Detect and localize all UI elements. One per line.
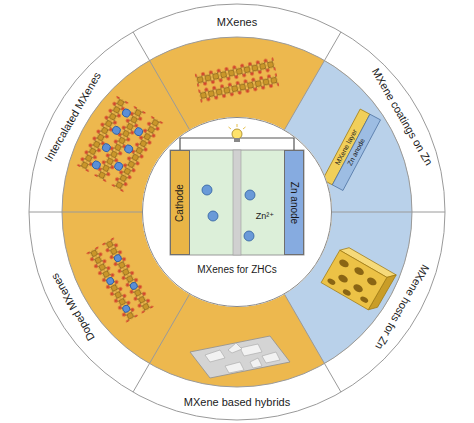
dopant-atoms — [97, 253, 146, 313]
flake — [240, 344, 262, 356]
pore — [326, 277, 336, 286]
center-ground — [142, 117, 332, 307]
pore — [352, 283, 364, 294]
bulb-rays — [229, 124, 246, 129]
ray — [229, 127, 232, 129]
sector-dividers — [29, 32, 445, 392]
ion — [244, 231, 254, 241]
mxene-structure — [195, 57, 279, 103]
hybrid-sheet — [190, 336, 290, 378]
electrolyte — [170, 150, 304, 255]
pore — [359, 295, 369, 304]
sector-divider — [285, 32, 342, 130]
light-bulb — [229, 124, 246, 142]
flake — [228, 343, 242, 353]
ray — [237, 124, 238, 127]
ion-sphere — [113, 161, 124, 172]
ion — [208, 211, 218, 221]
pore — [338, 258, 350, 269]
circle-outline — [143, 118, 332, 307]
sector-label: MXene based hybrids — [184, 397, 290, 408]
ion — [202, 185, 212, 195]
ion-sphere — [91, 160, 102, 171]
electrode-label: Zn anode — [289, 181, 299, 223]
ion — [245, 190, 255, 200]
flake — [262, 352, 280, 363]
center-circle: MXenes for ZHCs Cathode Zn anode — [142, 117, 332, 307]
dopant-atom — [105, 276, 115, 286]
zn-plate — [332, 114, 380, 190]
pore — [366, 276, 378, 287]
sector-divider — [332, 212, 445, 213]
electrode-label: Cathode — [175, 184, 185, 222]
zn-ions — [202, 185, 255, 241]
separator — [233, 150, 241, 255]
doped-structure — [86, 237, 154, 322]
pore — [342, 288, 352, 297]
ion-label: Zn²⁺ — [256, 212, 274, 221]
pore — [337, 273, 349, 284]
mxene-slab — [86, 246, 138, 322]
dopant-atom — [129, 281, 139, 291]
pore — [353, 266, 365, 277]
dopant-atom — [121, 304, 131, 314]
dopant-atom — [113, 253, 123, 263]
bulb-glass — [232, 129, 242, 139]
porous-host — [321, 244, 396, 313]
intercalant-ions — [91, 108, 149, 181]
coated-anode-plate — [323, 109, 381, 190]
sector-label: MXenes — [217, 17, 257, 28]
host-front — [321, 250, 387, 310]
flakes — [205, 343, 280, 373]
outer-ring — [29, 4, 445, 420]
external-wire — [180, 138, 294, 150]
flake — [205, 350, 225, 362]
ion-sphere — [121, 108, 132, 119]
pores — [326, 257, 381, 306]
ion-sphere — [101, 142, 112, 153]
flake — [250, 358, 262, 368]
sheet — [190, 336, 290, 378]
ion-sphere — [133, 126, 144, 137]
flake — [225, 362, 244, 373]
ion-sphere — [111, 125, 122, 136]
mxene-slab — [198, 73, 279, 103]
ray — [243, 127, 246, 129]
cathode-electrode: Cathode — [170, 150, 190, 255]
center-title: MXenes for ZHCs — [197, 265, 276, 275]
anode-electrode: Zn anode — [284, 150, 304, 255]
ion-sphere — [123, 144, 134, 155]
sector-divider — [29, 212, 142, 213]
sector-divider — [285, 294, 342, 392]
bulb-base — [234, 138, 240, 142]
